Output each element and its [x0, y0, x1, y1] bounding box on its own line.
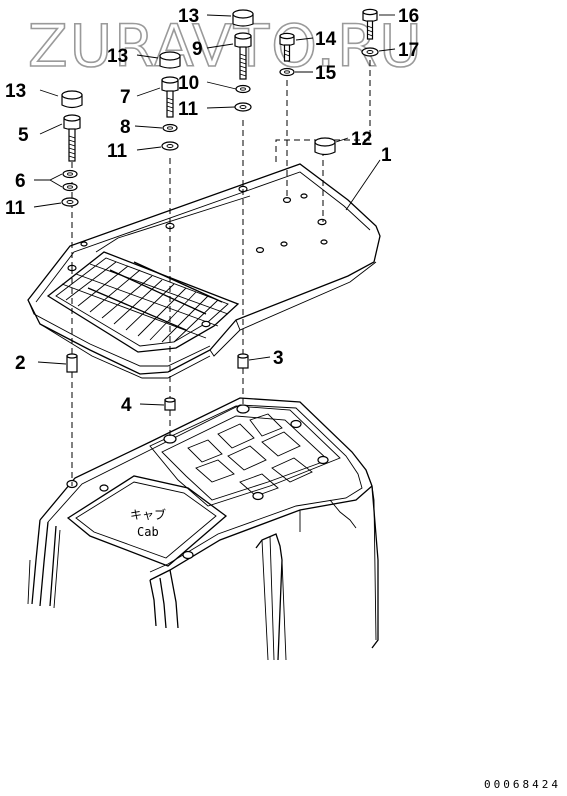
- callout-11-middle: 11: [107, 141, 128, 162]
- callout-7: 7: [120, 87, 131, 108]
- roof-cover-part-1: [27, 163, 381, 379]
- drawing-number: 00068424: [484, 778, 561, 791]
- callout-17: 17: [398, 40, 419, 61]
- callout-1: 1: [381, 145, 392, 166]
- bolt-9: [234, 32, 252, 80]
- callout-14: 14: [315, 29, 337, 50]
- spacer-3: [237, 353, 249, 369]
- washer-11-left: [61, 197, 79, 207]
- cab-label-english: Cab: [137, 525, 159, 539]
- callout-15: 15: [315, 63, 337, 84]
- washer-8: [162, 123, 178, 133]
- rubber-cap-13-left: [61, 90, 83, 109]
- washer-17: [361, 47, 379, 57]
- washer-6-upper: [62, 169, 78, 179]
- cab-label-japanese: キャブ: [130, 507, 166, 522]
- callout-13-middle: 13: [107, 46, 128, 67]
- callout-13-left: 13: [5, 81, 26, 102]
- callout-12: 12: [351, 129, 372, 150]
- callout-9: 9: [192, 39, 203, 60]
- bolt-5: [63, 114, 81, 162]
- washer-10: [235, 84, 251, 94]
- callout-2: 2: [15, 353, 26, 374]
- spacer-2: [66, 353, 78, 373]
- assembly-lines: [71, 60, 371, 486]
- callout-numbers: 1 2 3 4 5 6 7 8 9 10 11 11 11 12 13 13 1…: [5, 6, 419, 416]
- rubber-cap-13-top: [232, 9, 254, 27]
- rubber-cap-13-middle: [159, 51, 181, 69]
- bolt-7: [161, 76, 179, 118]
- bolt-14: [279, 32, 295, 62]
- callout-4: 4: [121, 395, 132, 416]
- callout-13-top: 13: [178, 6, 199, 27]
- callout-3: 3: [273, 348, 284, 369]
- rubber-cap-12: [314, 137, 336, 156]
- spacer-4: [164, 397, 176, 411]
- callout-16: 16: [398, 6, 419, 27]
- cab-body: キャブ Cab: [27, 397, 379, 661]
- callout-11-right: 11: [178, 99, 199, 120]
- watermark-text: ZURAVTO.RU: [28, 12, 424, 80]
- washer-11-right: [234, 102, 252, 112]
- callout-6: 6: [15, 171, 26, 192]
- washer-6-lower: [62, 182, 78, 192]
- washer-11-middle: [161, 141, 179, 151]
- callout-5: 5: [18, 125, 29, 146]
- callout-10: 10: [178, 73, 199, 94]
- leader-lines: [33, 14, 396, 406]
- callout-8: 8: [120, 117, 131, 138]
- callout-11-left: 11: [5, 198, 26, 219]
- bolt-16: [362, 8, 378, 40]
- washer-15: [279, 67, 295, 77]
